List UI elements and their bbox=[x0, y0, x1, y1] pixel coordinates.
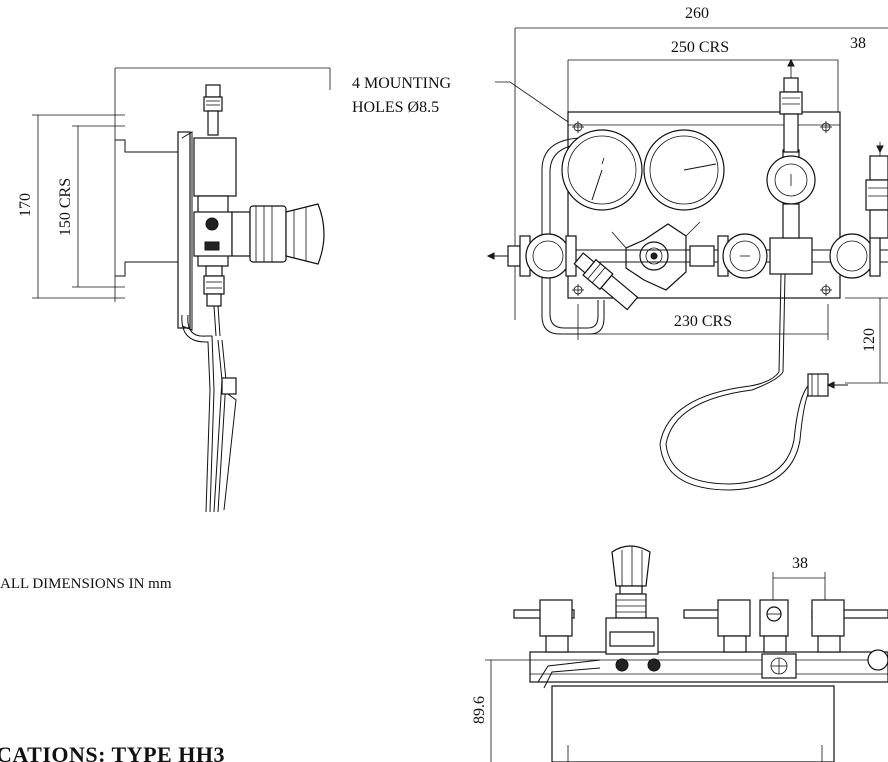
mounting-holes-note-2: HOLES Ø8.5 bbox=[352, 99, 439, 116]
front-offset-dim: 38 bbox=[850, 35, 866, 52]
valve-handle bbox=[683, 599, 751, 653]
plan-spacing-dim: 38 bbox=[792, 555, 808, 572]
front-view: 260 250 CRS 38 4 MOUNTING HOLES Ø8.5 bbox=[352, 5, 888, 491]
inlet-fitting bbox=[573, 252, 639, 311]
isolation-valve bbox=[766, 149, 816, 239]
bottom-centres-dim: 230 CRS bbox=[674, 313, 732, 330]
mounting-hole bbox=[820, 121, 832, 133]
overall-width-dim: 260 bbox=[685, 5, 709, 22]
units-note: ALL DIMENSIONS IN mm bbox=[0, 576, 172, 592]
isolation-valve bbox=[717, 233, 768, 279]
isolation-valve bbox=[829, 233, 881, 279]
pressure-gauge bbox=[643, 129, 725, 211]
valve-handle bbox=[811, 599, 888, 653]
side-overall-dim: 170 bbox=[17, 193, 34, 217]
spec-title: CATIONS: TYPE HH3 bbox=[0, 742, 225, 762]
valve-handle bbox=[759, 599, 789, 653]
mounting-hole bbox=[572, 121, 584, 133]
front-height-dim: 120 bbox=[861, 328, 878, 352]
mounting-holes-note-1: 4 MOUNTING bbox=[352, 75, 452, 92]
pressure-gauge bbox=[561, 129, 643, 211]
valve-handle bbox=[513, 599, 575, 653]
isolation-valve bbox=[519, 233, 577, 279]
side-centres-dim: 150 CRS bbox=[57, 178, 74, 236]
plan-view: 38 89.6 bbox=[471, 545, 888, 762]
mounting-hole bbox=[820, 284, 832, 296]
mounting-hole bbox=[572, 284, 584, 296]
side-view: 170 150 CRS bbox=[17, 67, 331, 513]
plan-height-dim: 89.6 bbox=[471, 696, 488, 724]
mount-centres-dim: 250 CRS bbox=[671, 39, 729, 56]
